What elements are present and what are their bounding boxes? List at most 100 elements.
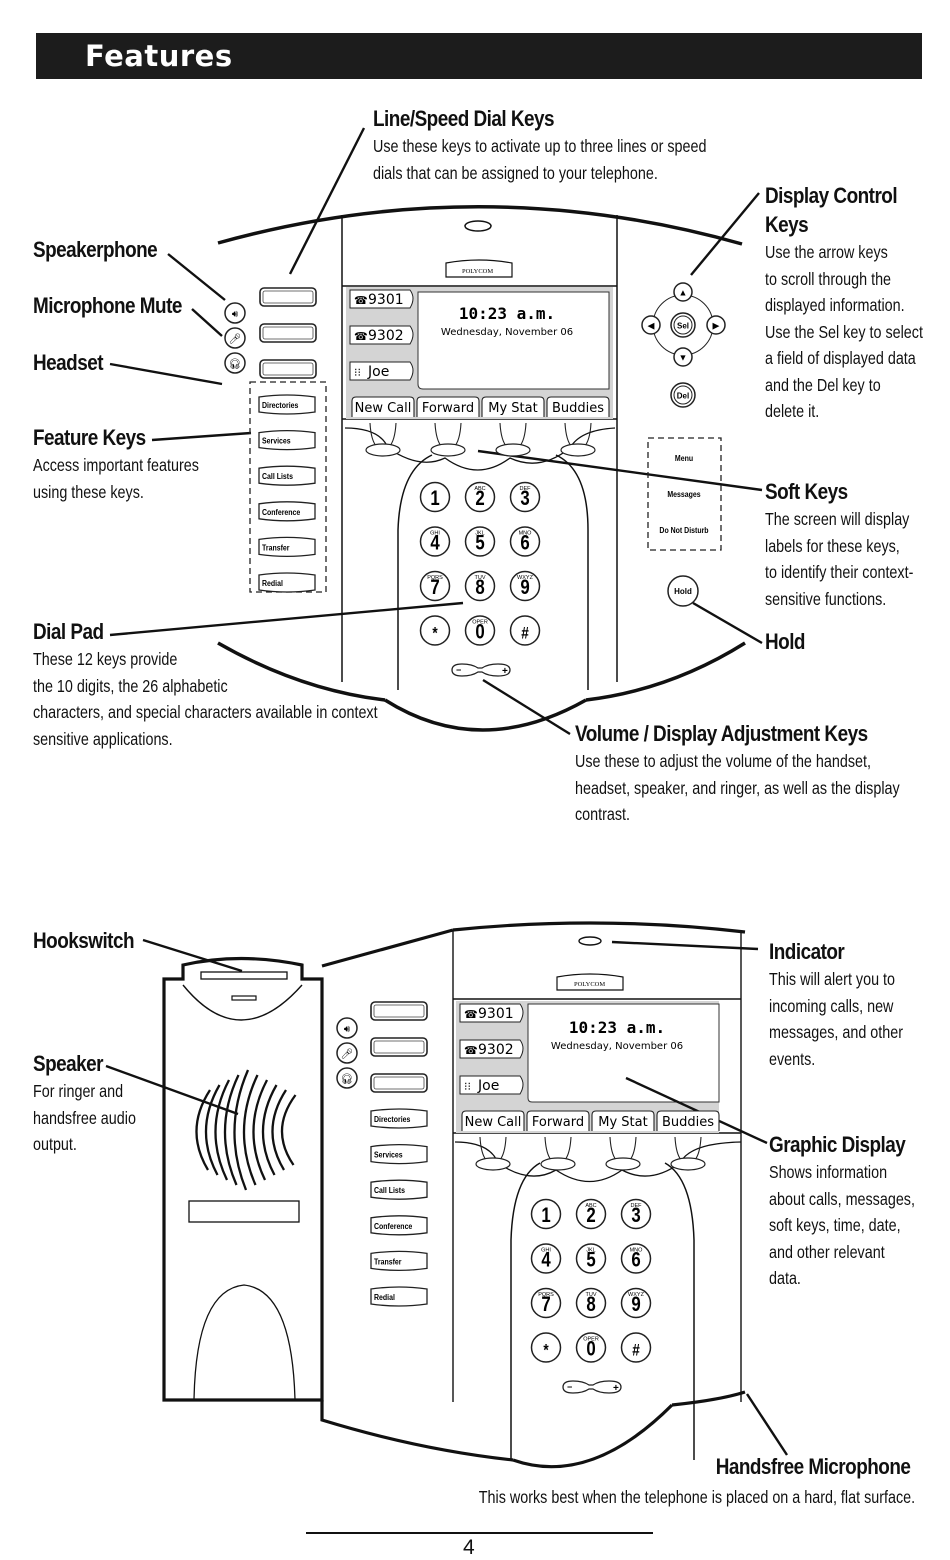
dialpad-key-2[interactable] <box>575 1198 607 1230</box>
dialpad-letters: PQRS <box>427 575 443 581</box>
arrow-down-button[interactable] <box>673 347 693 367</box>
dialpad-key-0[interactable] <box>575 1332 607 1363</box>
dialpad-digit: 3 <box>520 487 529 510</box>
feature-key-label: Redial <box>374 1292 395 1302</box>
dialpad-key-2[interactable] <box>464 481 496 513</box>
line-key-label[interactable] <box>459 1075 524 1095</box>
feature-key-call-lists[interactable] <box>370 1179 428 1200</box>
callout-text: Use the Sel key to select <box>765 321 923 342</box>
line-key-button[interactable] <box>370 1001 428 1021</box>
softkey-button[interactable] <box>670 1157 706 1171</box>
hold-button[interactable] <box>667 575 699 607</box>
dialpad-key-#[interactable] <box>509 615 541 646</box>
dialpad-digit: 8 <box>586 1293 595 1316</box>
mute-button[interactable] <box>224 327 246 349</box>
dialpad-key-6[interactable] <box>509 526 541 557</box>
dialpad-key-7[interactable] <box>419 570 451 602</box>
callout-text: The screen will display <box>765 509 910 529</box>
line-key-label[interactable] <box>349 361 414 381</box>
softkey-button[interactable] <box>365 443 401 457</box>
dialpad-key-0[interactable] <box>464 615 496 646</box>
headset-button[interactable] <box>336 1067 358 1089</box>
line-key-label[interactable] <box>459 1039 524 1059</box>
feature-key-call-lists[interactable] <box>258 465 316 486</box>
line-key-button[interactable] <box>259 359 317 379</box>
softkey-button[interactable] <box>560 443 596 457</box>
dialpad-key-4[interactable] <box>530 1243 562 1274</box>
dialpad-key-3[interactable] <box>509 481 541 513</box>
softkey-button[interactable] <box>475 1157 511 1171</box>
dialpad-digit: 6 <box>520 532 529 555</box>
softkey-label-box <box>481 396 545 417</box>
line-key-label[interactable] <box>459 1003 524 1023</box>
feature-key-services[interactable] <box>370 1143 428 1165</box>
softkey-button[interactable] <box>605 1157 641 1171</box>
volume-rocker[interactable] <box>562 1380 622 1394</box>
arrow-right-button[interactable] <box>706 315 726 335</box>
feature-key-transfer[interactable] <box>370 1250 428 1272</box>
dialpad-key-*[interactable] <box>530 1332 562 1363</box>
headset-icon: 🎧︎ <box>341 1073 354 1085</box>
dialpad-key-9[interactable] <box>509 570 541 602</box>
del-button[interactable] <box>670 382 696 408</box>
dialpad-key-#[interactable] <box>620 1332 652 1363</box>
dialpad-key-4[interactable] <box>419 526 451 557</box>
softkey-label: Buddies <box>662 1115 714 1130</box>
speakerphone-button[interactable] <box>336 1017 358 1039</box>
dialpad-key-8[interactable] <box>464 570 496 602</box>
softkey-label-box <box>656 1110 720 1131</box>
dialpad-letters: ABC <box>474 486 485 492</box>
dialpad-key-5[interactable] <box>464 526 496 557</box>
feature-key-label: Redial <box>262 578 283 588</box>
feature-key-conference[interactable] <box>258 501 316 522</box>
feature-key-conference[interactable] <box>370 1215 428 1236</box>
callout-graphic-display: Graphic Display Shows information about … <box>769 1130 947 1292</box>
line-key-button[interactable] <box>370 1073 428 1093</box>
dialpad-key-5[interactable] <box>575 1243 607 1274</box>
leader-lines <box>105 127 789 1456</box>
callout-title: Graphic Display <box>769 1132 906 1157</box>
softkey-button[interactable] <box>495 443 531 457</box>
dialpad-key-8[interactable] <box>575 1287 607 1319</box>
line-key-label[interactable] <box>349 289 414 309</box>
softkey-button[interactable] <box>540 1157 576 1171</box>
feature-key-redial[interactable] <box>370 1286 428 1307</box>
speaker-grille-slot <box>204 1084 221 1176</box>
dialpad-key-6[interactable] <box>620 1243 652 1274</box>
display-date: Wednesday, November 06 <box>551 1041 683 1052</box>
headset-button[interactable] <box>224 352 246 374</box>
dialpad-key-3[interactable] <box>620 1198 652 1230</box>
polycom-logo <box>445 259 513 278</box>
arrow-left-button[interactable] <box>641 315 661 335</box>
feature-key-redial[interactable] <box>258 572 316 593</box>
arrow-up-button[interactable] <box>673 282 693 302</box>
arrow-up-icon: ▲ <box>679 288 688 298</box>
dialpad-key-1[interactable] <box>530 1198 562 1230</box>
line-key-label[interactable] <box>349 325 414 345</box>
line-key-button[interactable] <box>259 287 317 307</box>
sel-button[interactable] <box>670 312 696 338</box>
feature-key-directories[interactable] <box>370 1108 428 1129</box>
speakerphone-button[interactable] <box>224 302 246 324</box>
feature-key-transfer[interactable] <box>258 536 316 558</box>
dialpad-key-9[interactable] <box>620 1287 652 1319</box>
dialpad-key-7[interactable] <box>530 1287 562 1319</box>
speaker-icon: 🔊︎ <box>232 309 239 320</box>
volume-rocker[interactable] <box>451 663 511 677</box>
softkey-button[interactable] <box>430 443 466 457</box>
dialpad-key-1[interactable] <box>419 481 451 513</box>
line-key-button[interactable] <box>370 1037 428 1057</box>
feature-key-directories[interactable] <box>258 394 316 415</box>
mute-button[interactable] <box>336 1042 358 1064</box>
dialpad-key-*[interactable] <box>419 615 451 646</box>
feature-key-services[interactable] <box>258 429 316 451</box>
phone-icon: ☎ <box>354 295 368 307</box>
line-key-button[interactable] <box>259 323 317 343</box>
leader-line-hookswitch <box>142 938 243 973</box>
speed-dial-icon: ⁝⁝ <box>354 367 361 379</box>
callout-text: to identify their context- <box>765 562 914 582</box>
line-label: 9301 <box>368 292 404 308</box>
dialpad-digit: 4 <box>430 532 440 555</box>
